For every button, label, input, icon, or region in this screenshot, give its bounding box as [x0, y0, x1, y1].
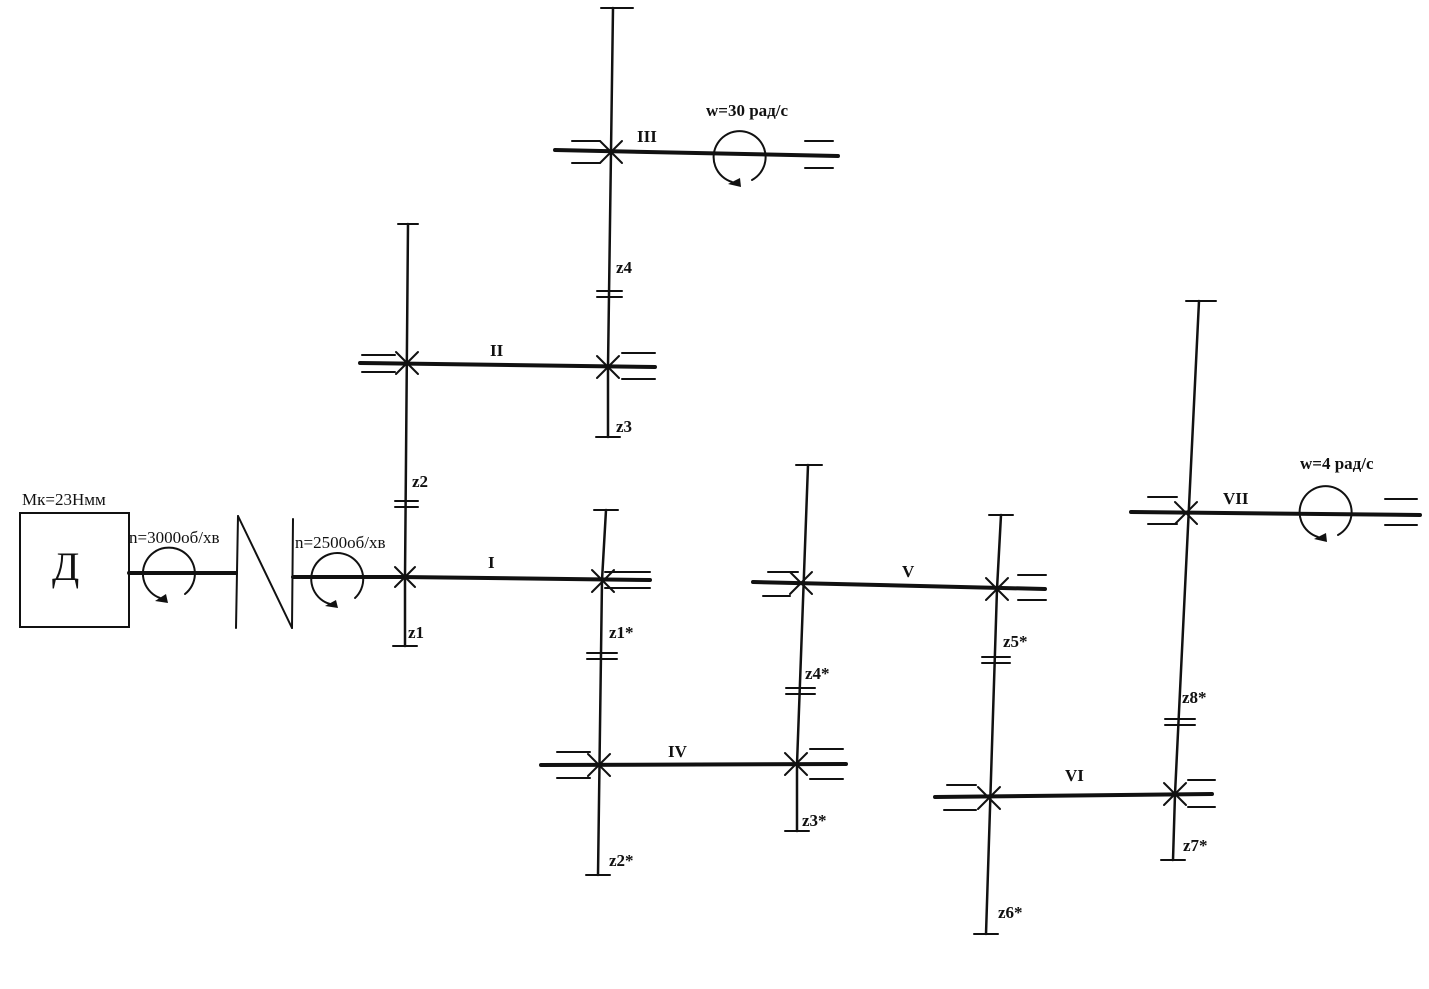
shaft-IV: IV: [539, 742, 848, 780]
shaft-III: III: [553, 127, 840, 169]
gear-z1-label: z1: [408, 623, 424, 642]
gear-z1s: z1*: [591, 508, 634, 642]
shaft-VII-label: VII: [1223, 489, 1249, 508]
shaft-VII: VII: [1129, 489, 1422, 526]
gear-z1s-label: z1*: [609, 623, 634, 642]
shaft-VI: VI: [933, 766, 1216, 811]
gear-z3s-label: z3*: [802, 811, 827, 830]
gear-z3-label: z3: [616, 417, 632, 436]
gear-z4-label: z4: [616, 258, 633, 277]
gear-z5s-label: z5*: [1003, 632, 1028, 651]
gear-z2s: z2*: [585, 578, 634, 877]
gear-z6s-label: z6*: [998, 903, 1023, 922]
gear-z4s: z4*: [785, 463, 830, 766]
shaft-II: II: [358, 341, 657, 380]
gear-z7s-label: z7*: [1183, 836, 1208, 855]
gear-z5s: z5*: [981, 513, 1028, 664]
gear-z2-label: z2: [412, 472, 428, 491]
rotation-arrow-icon: [1298, 485, 1353, 542]
gear-z3s: z3*: [784, 762, 827, 833]
shaft-V: V: [751, 562, 1047, 601]
input-speed-label: n=3000об/хв: [129, 528, 220, 547]
shaft-III-output-label: w=30 рад/с: [706, 101, 788, 120]
rotation-arrow-icon: [310, 552, 365, 608]
shaft-VII-output-label: w=4 рад/с: [1300, 454, 1374, 473]
motor-box: [19, 512, 130, 628]
shaft-II-label: II: [490, 341, 504, 360]
gear-z3: z3: [595, 365, 632, 439]
rotation-arrow-icon: [141, 546, 196, 603]
gear-z2s-label: z2*: [609, 851, 634, 870]
motor-letter: Д: [52, 544, 79, 589]
coupling-speed-label: n=2500об/хв: [295, 533, 386, 552]
shaft-IV-label: IV: [668, 742, 688, 761]
motor: Д Мк=23Нмм: [19, 490, 130, 628]
gear-z8s: z8*: [1164, 299, 1217, 796]
gear-z2: z2: [394, 222, 428, 579]
gear-z8s-label: z8*: [1182, 688, 1207, 707]
gear-z4s-label: z4*: [805, 664, 830, 683]
gear-z7s: z7*: [1160, 792, 1208, 862]
gear-z4: z4: [596, 6, 634, 369]
gear-z6s: z6*: [973, 587, 1023, 936]
shaft-VI-label: VI: [1065, 766, 1084, 785]
shaft-III-label: III: [637, 127, 657, 146]
shaft-V-label: V: [902, 562, 915, 581]
belt-drive: [235, 515, 294, 629]
shaft-I-label: I: [488, 553, 495, 572]
motor-torque-label: Мк=23Нмм: [22, 490, 106, 509]
rotation-arrow-icon: [712, 130, 767, 187]
